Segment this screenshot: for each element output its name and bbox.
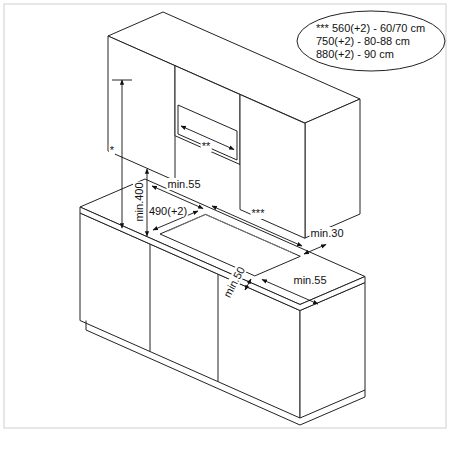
dimension-line bbox=[212, 206, 302, 246]
frame bbox=[4, 4, 446, 428]
hob-cutout bbox=[160, 214, 300, 276]
upper-cabinet-side bbox=[305, 99, 360, 238]
dimension-label: min.55 bbox=[292, 274, 327, 286]
dimension-note: 750(+2) - 80-88 cm bbox=[316, 35, 426, 48]
plinth bbox=[86, 321, 365, 426]
dimension-note: *** 560(+2) - 60/70 cm bbox=[316, 22, 426, 35]
dimension-note: 880(+2) - 90 cm bbox=[316, 48, 426, 61]
dimension-label: ** bbox=[201, 140, 212, 152]
legend-ellipse: *** 560(+2) - 60/70 cm750(+2) - 80-88 cm… bbox=[296, 10, 446, 72]
dimension-label: 490(+2) bbox=[148, 205, 188, 217]
hood-cabinet bbox=[175, 66, 240, 165]
dimension-label: min.400 bbox=[133, 181, 145, 222]
dimension-line bbox=[147, 169, 148, 236]
hood-opening bbox=[178, 105, 237, 160]
upper-right-door bbox=[240, 95, 305, 239]
dimension-label: *** bbox=[251, 207, 266, 219]
base-cabinet-front bbox=[80, 213, 300, 418]
dimension-label: min.55 bbox=[166, 178, 201, 190]
extension-line bbox=[112, 80, 132, 81]
countertop-edge bbox=[80, 207, 365, 311]
dimension-line bbox=[245, 279, 251, 290]
dimension-line bbox=[304, 245, 326, 255]
countertop bbox=[80, 179, 365, 305]
door-gap bbox=[150, 244, 151, 352]
dimension-line bbox=[122, 80, 123, 228]
door-gap bbox=[218, 274, 219, 382]
dimension-label: min.30 bbox=[309, 227, 344, 239]
upper-left-door bbox=[108, 36, 175, 181]
dimension-label: * bbox=[109, 144, 115, 156]
